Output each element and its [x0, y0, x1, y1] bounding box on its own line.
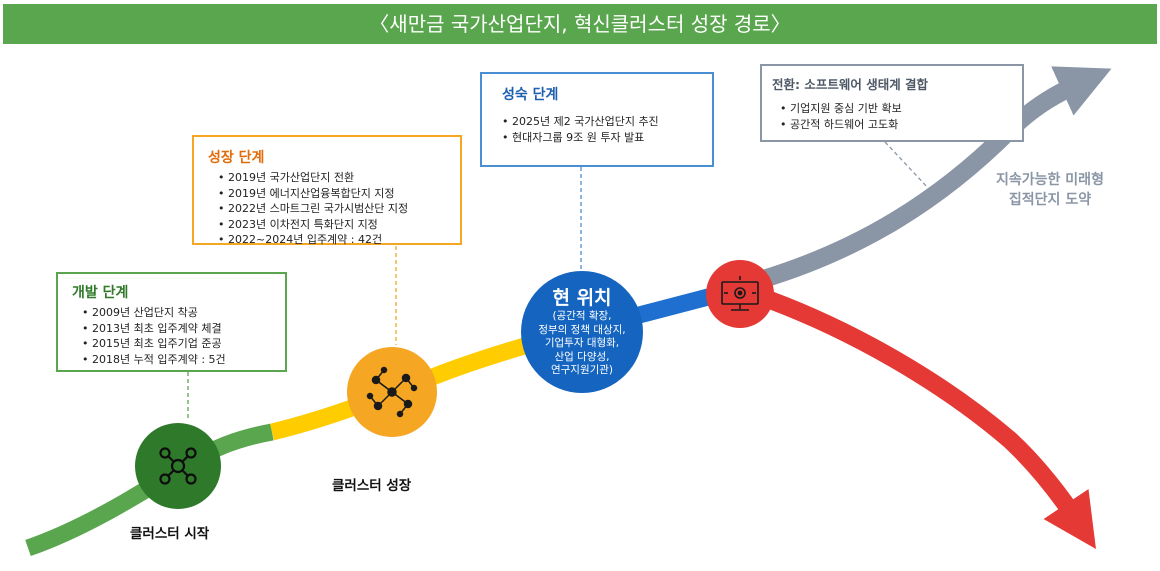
- network-hub-icon: [159, 447, 197, 485]
- current-detail-2: 정부의 정책 대상지,: [538, 323, 626, 336]
- future-arrow-down: [766, 291, 1096, 549]
- maturity-item: 2025년 제2 국가산업단지 추진: [502, 114, 704, 130]
- development-item: 2018년 누적 입주계약 : 5건: [82, 352, 277, 368]
- current-position: 현 위치 (공간적 확장, 정부의 정책 대상지, 기업투자 대형화, 산업 다…: [521, 286, 643, 378]
- current-detail-1: (공간적 확장,: [552, 310, 612, 322]
- future-label: 지속가능한 미래형 집적단지 도약: [975, 170, 1125, 210]
- maturity-item: 현대자그룹 9조 원 투자 발표: [502, 130, 704, 146]
- circle-current: [521, 271, 643, 393]
- transition-stage-title: 전환: 소프트웨어 생태계 결합: [772, 77, 929, 92]
- transition-stage-box: 전환: 소프트웨어 생태계 결합 기업지원 중심 기반 확보 공간적 하드웨어 …: [760, 64, 1024, 142]
- development-item: 2009년 산업단지 착공: [82, 305, 277, 321]
- growth-item: 2022~2024년 입주계약 : 42건: [218, 232, 452, 248]
- development-stage-box: 개발 단계 2009년 산업단지 착공 2013년 최초 입주계약 체결 201…: [56, 272, 287, 372]
- future-arrow-up: [757, 66, 1112, 289]
- future-line-2: 집적단지 도약: [1008, 192, 1092, 208]
- computer-network-icon: [721, 276, 759, 311]
- growth-item: 2023년 이차전지 특화단지 지정: [218, 217, 452, 233]
- current-detail-5: 연구지원기관): [550, 364, 614, 376]
- current-detail-3: 기업투자 대형화,: [544, 337, 620, 349]
- maturity-stage-title: 성숙 단계: [502, 87, 559, 103]
- maturity-stage-box: 성숙 단계 2025년 제2 국가산업단지 추진 현대자그룹 9조 원 투자 발…: [480, 72, 714, 167]
- development-item: 2013년 최초 입주계약 체결: [82, 321, 277, 337]
- growth-stage-box: 성장 단계 2019년 국가산업단지 전환 2019년 에너지산업융복합단지 지…: [192, 135, 462, 248]
- transition-item: 공간적 하드웨어 고도화: [780, 117, 1014, 133]
- development-stage-title: 개발 단계: [72, 285, 129, 301]
- circle-start: [135, 423, 221, 509]
- current-detail-4: 산업 다양성,: [554, 350, 610, 363]
- development-item: 2015년 최초 입주기업 준공: [82, 336, 277, 352]
- label-cluster-start: 클러스터 시작: [130, 526, 210, 542]
- cluster-network-icon: [366, 366, 418, 418]
- growth-item: 2019년 에너지산업융복합단지 지정: [218, 186, 452, 202]
- growth-item: 2022년 스마트그린 국가시범산단 지정: [218, 201, 452, 217]
- title-banner: 〈새만금 국가산업단지, 혁신클러스터 성장 경로〉: [3, 4, 1157, 44]
- growth-stage-title: 성장 단계: [208, 150, 265, 166]
- label-cluster-growth: 클러스터 성장: [332, 478, 412, 494]
- current-title: 현 위치: [552, 287, 612, 309]
- transition-item: 기업지원 중심 기반 확보: [780, 101, 1014, 117]
- connector-transition: [884, 141, 931, 191]
- growth-item: 2019년 국가산업단지 전환: [218, 170, 452, 186]
- future-line-1: 지속가능한 미래형: [996, 172, 1104, 188]
